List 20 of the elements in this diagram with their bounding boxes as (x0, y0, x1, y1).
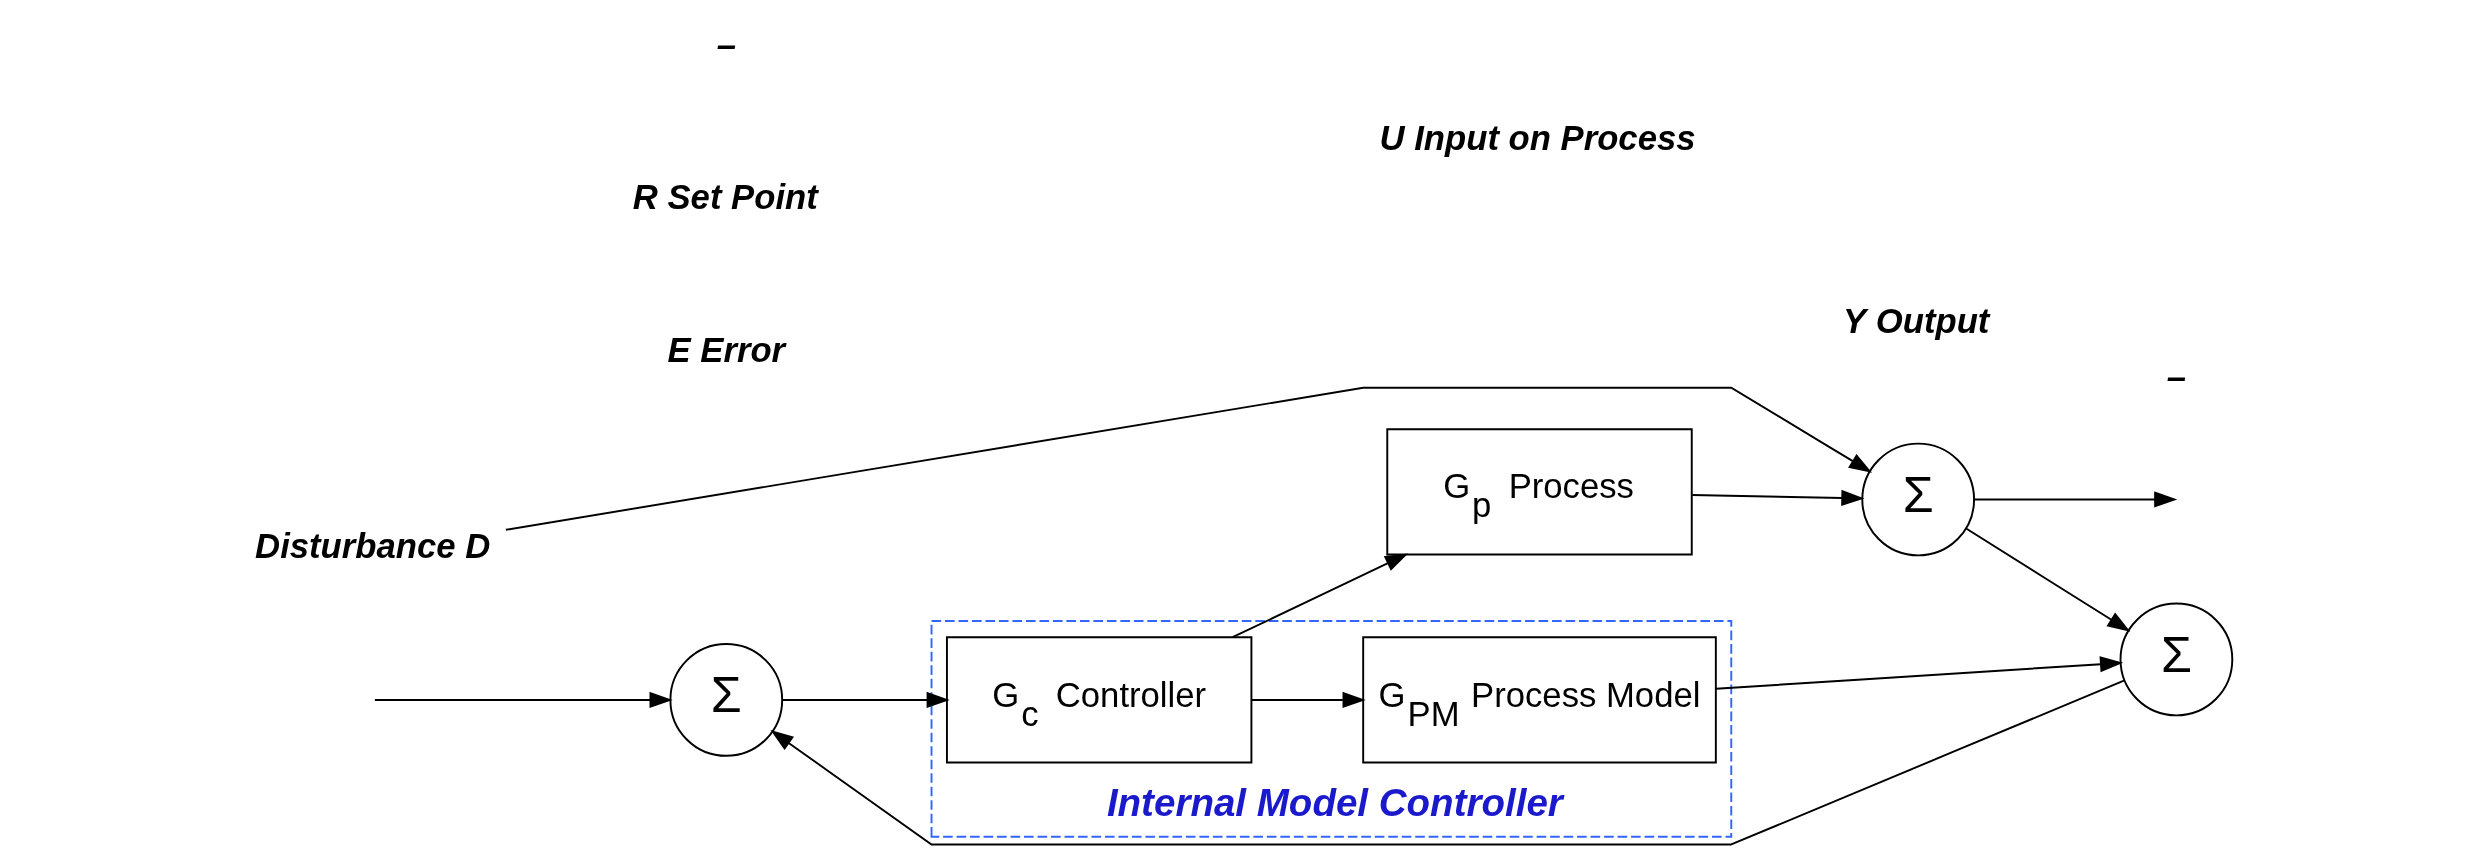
label: R Set Point (632, 178, 818, 217)
arrow (504, 386, 1872, 531)
arrow (1250, 691, 1366, 709)
arrow (1714, 656, 2123, 690)
label: – (716, 26, 736, 65)
arrow (769, 679, 2125, 846)
label: E Error (667, 330, 785, 369)
arrow (1964, 527, 2130, 632)
arrow (1231, 553, 1408, 639)
label: – (2166, 357, 2186, 396)
arrow (373, 691, 673, 709)
arrow (1973, 491, 2177, 508)
label: U Input on Process (1379, 118, 1696, 157)
node-circle: Σ (1860, 442, 1975, 557)
arrow (781, 691, 950, 709)
arrow (1690, 489, 1864, 507)
node-circle: Σ (2119, 602, 2233, 717)
node-text: Disturbance D (254, 527, 490, 566)
label: Y Output (1842, 301, 1989, 340)
node-circle: Σ (668, 643, 783, 757)
